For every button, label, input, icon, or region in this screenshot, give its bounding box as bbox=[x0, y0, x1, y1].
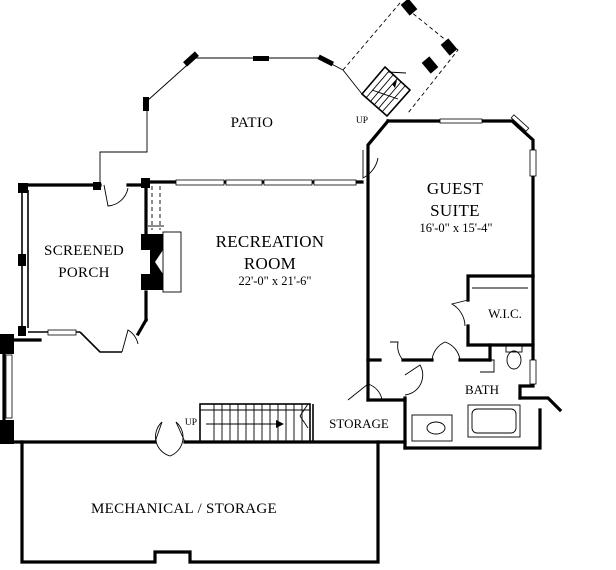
lower-hall-walls bbox=[0, 334, 407, 457]
wic-label: W.I.C. bbox=[488, 306, 522, 321]
recreation-room-walls bbox=[135, 178, 364, 337]
guest-suite-dimensions: 16'-0" x 15'-4" bbox=[419, 221, 492, 235]
patio-outline bbox=[99, 51, 363, 185]
guest-suite-label-line1: GUEST bbox=[427, 179, 484, 198]
patio-label: PATIO bbox=[231, 115, 274, 131]
exterior-stair: UP bbox=[342, 0, 459, 126]
recreation-room-dimensions: 22'-0" x 21'-6" bbox=[238, 274, 311, 288]
guest-suite-label-line2: SUITE bbox=[430, 201, 480, 220]
mechanical-storage-walls bbox=[20, 440, 380, 564]
storage-label: STORAGE bbox=[329, 416, 389, 431]
guest-suite-walls bbox=[362, 114, 537, 362]
exterior-stair-up-label: UP bbox=[356, 116, 368, 126]
bath-label: BATH bbox=[465, 382, 499, 397]
interior-stair-up-label: UP bbox=[185, 418, 197, 428]
interior-stair: UP bbox=[185, 403, 311, 443]
screened-porch-label-line1: SCREENED bbox=[44, 243, 124, 259]
mechanical-storage-label: MECHANICAL / STORAGE bbox=[91, 501, 277, 517]
bath-walls bbox=[390, 341, 563, 450]
recreation-room-label-line1: RECREATION bbox=[216, 232, 325, 251]
recreation-room-label-line2: ROOM bbox=[244, 254, 296, 273]
screened-porch-label-line2: PORCH bbox=[58, 265, 110, 281]
room-labels: PATIO GUEST SUITE 16'-0" x 15'-4" RECREA… bbox=[44, 115, 522, 517]
screened-porch-walls bbox=[18, 182, 148, 353]
